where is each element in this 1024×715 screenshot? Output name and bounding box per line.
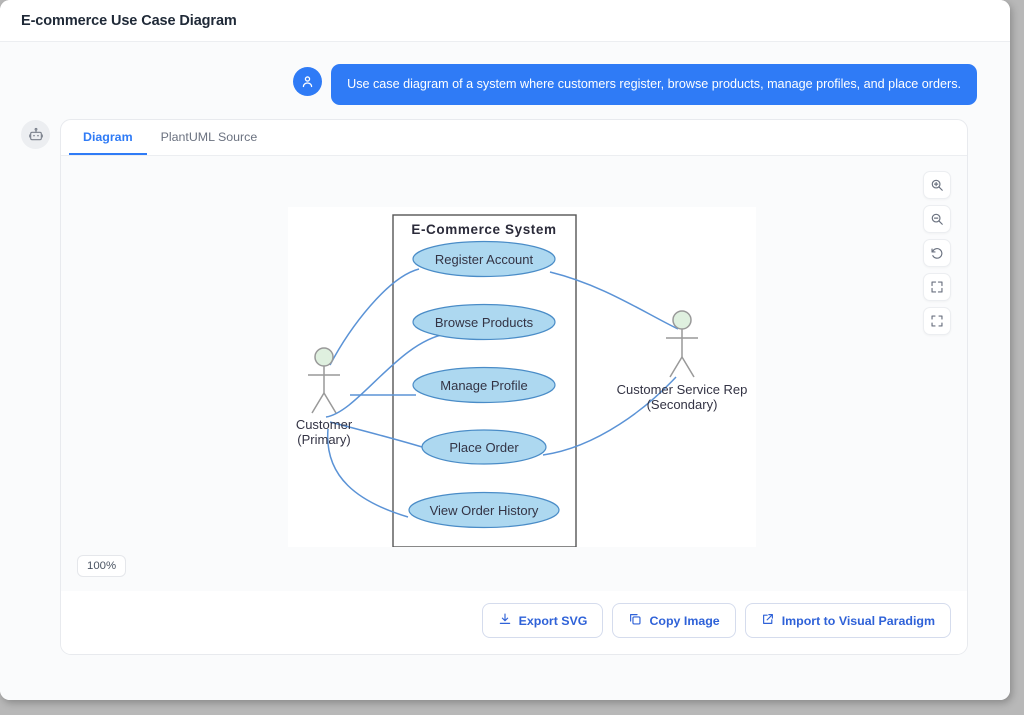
button-label: Export SVG <box>518 613 588 628</box>
person-icon <box>293 67 323 96</box>
use-case-view-order-history[interactable]: View Order History <box>408 491 560 529</box>
page-title: E-commerce Use Case Diagram <box>21 12 237 29</box>
app-window: E-commerce Use Case Diagram Use case dia… <box>0 0 1010 700</box>
connector-group <box>325 268 447 518</box>
diagram-result-card: Diagram PlantUML Source E-Commerce Syste… <box>60 119 968 655</box>
use-case-place-order[interactable]: Place Order <box>421 429 547 465</box>
use-case-register-account[interactable]: Register Account <box>412 240 556 278</box>
diagram-canvas[interactable]: E-Commerce System <box>61 156 967 591</box>
use-case-label: Browse Products <box>435 315 534 330</box>
import-to-visual-paradigm-button[interactable]: Import to Visual Paradigm <box>744 603 951 638</box>
use-case-group: Register Account Browse Products Manage … <box>408 240 560 529</box>
tab-diagram[interactable]: Diagram <box>69 120 147 155</box>
tab-plantuml-source[interactable]: PlantUML Source <box>160 130 258 144</box>
user-message-row: Use case diagram of a system where custo… <box>0 42 1010 105</box>
use-case-manage-profile[interactable]: Manage Profile <box>412 366 556 404</box>
app-header: E-commerce Use Case Diagram <box>0 0 1010 42</box>
actor-customer[interactable]: Customer (Primary) <box>296 347 353 447</box>
app-body: Use case diagram of a system where custo… <box>0 42 1010 700</box>
external-link-icon <box>761 612 775 629</box>
tab-bar: Diagram PlantUML Source <box>61 120 967 156</box>
copy-icon <box>628 612 642 629</box>
button-label: Copy Image <box>649 613 720 628</box>
download-icon <box>498 612 512 629</box>
zoom-out-icon[interactable] <box>923 205 951 233</box>
actor-role: (Secondary) <box>647 397 718 412</box>
button-label: Import to Visual Paradigm <box>781 613 935 628</box>
actor-customer-service-rep[interactable]: Customer Service Rep (Secondary) <box>617 310 748 412</box>
actor-name: Customer Service Rep <box>617 382 748 397</box>
copy-image-button[interactable]: Copy Image <box>612 603 736 638</box>
use-case-label: Manage Profile <box>440 378 527 393</box>
assistant-message-row: Diagram PlantUML Source E-Commerce Syste… <box>0 105 1010 655</box>
use-case-diagram-svg: E-Commerce System <box>296 214 748 548</box>
zoom-level-badge: 100% <box>77 555 127 577</box>
connector-group-secondary <box>542 271 679 456</box>
export-svg-button[interactable]: Export SVG <box>481 603 604 638</box>
use-case-label: Place Order <box>449 440 519 455</box>
actor-name: Customer <box>296 417 353 432</box>
use-case-label: View Order History <box>430 503 539 518</box>
use-case-browse-products[interactable]: Browse Products <box>412 303 556 341</box>
diagram-surface: E-Commerce System <box>288 207 756 548</box>
card-action-bar: Export SVG Copy Image <box>61 591 967 654</box>
system-boundary-title: E-Commerce System <box>411 222 556 237</box>
actor-role: (Primary) <box>297 432 350 447</box>
fit-screen-icon[interactable] <box>923 273 951 301</box>
zoom-in-icon[interactable] <box>923 171 951 199</box>
robot-icon <box>21 120 50 149</box>
zoom-toolbar <box>923 171 951 335</box>
reset-icon[interactable] <box>923 239 951 267</box>
user-message-bubble: Use case diagram of a system where custo… <box>331 64 977 105</box>
use-case-label: Register Account <box>435 252 534 267</box>
fullscreen-icon[interactable] <box>923 307 951 335</box>
